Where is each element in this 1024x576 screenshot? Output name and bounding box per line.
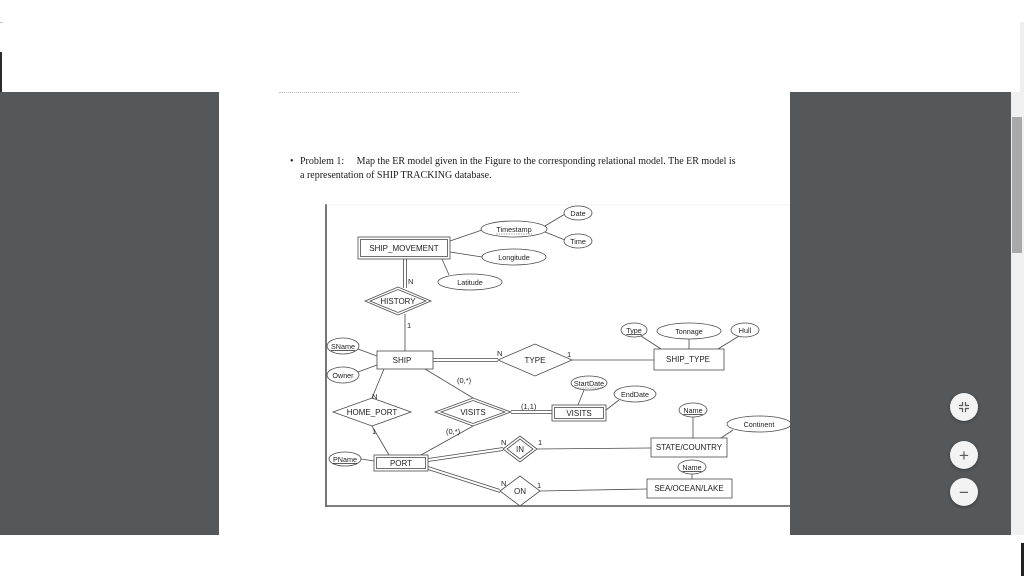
- attribute-tonnage: Tonnage: [656, 322, 722, 340]
- attribute-label: StartDate: [574, 379, 604, 388]
- problem-text: Map the ER model given in the Figure to …: [356, 156, 736, 167]
- attribute-sname: SName: [326, 337, 360, 355]
- fit-to-page-icon: [958, 401, 970, 413]
- attribute-label: PName: [333, 455, 357, 464]
- relationship-label: TYPE: [525, 356, 546, 365]
- attribute-startdate: StartDate: [570, 375, 608, 391]
- attribute-continent: Continent: [726, 415, 790, 433]
- attribute-label: Time: [570, 237, 586, 246]
- entity-ship-movement: SHIP_MOVEMENT: [357, 236, 451, 260]
- attribute-type: Type: [620, 322, 648, 338]
- fit-to-page-button[interactable]: [950, 393, 978, 421]
- cardinality-visits-entity: (1,1): [521, 402, 537, 411]
- relationship-label: HISTORY: [380, 297, 416, 306]
- outer-scrollbar-track[interactable]: [1020, 22, 1024, 92]
- cardinality-labels: N 1 N 1 N 1 (0,*) (0,*) (1,1) N 1 N 1: [372, 277, 571, 490]
- attribute-enddate: EndDate: [613, 385, 657, 403]
- attribute-sea-name: Name: [677, 459, 707, 475]
- entity-label: SHIP: [393, 356, 412, 365]
- cardinality-home-port-1: 1: [372, 427, 376, 436]
- zoom-in-button[interactable]: +: [950, 441, 978, 469]
- relationship-in: IN: [502, 435, 538, 463]
- cardinality-home-port-n: N: [372, 392, 377, 401]
- browser-top-bar: [0, 0, 1024, 92]
- er-diagram: SHIP_MOVEMENT SHIP SHIP_TYPE VISITS PORT…: [325, 204, 790, 507]
- cardinality-history-n: N: [408, 277, 413, 286]
- attribute-label: Name: [683, 406, 702, 415]
- cardinality-visits-ship: (0,*): [457, 376, 472, 385]
- attribute-label: Tonnage: [675, 327, 703, 336]
- attribute-time: Time: [563, 233, 593, 249]
- attribute-latitude: Latitude: [437, 273, 503, 291]
- attribute-label: Longitude: [498, 253, 530, 262]
- attribute-label: Continent: [744, 420, 775, 429]
- bullet-icon: •: [290, 156, 294, 167]
- attribute-label: Owner: [332, 371, 354, 380]
- entity-label: STATE/COUNTRY: [656, 443, 723, 452]
- zoom-out-button[interactable]: −: [950, 478, 978, 506]
- cardinality-in-1: 1: [538, 438, 542, 447]
- attribute-pname: PName: [328, 451, 362, 467]
- attribute-label: Date: [570, 209, 585, 218]
- scrollbar-thumb[interactable]: [1012, 117, 1022, 253]
- attribute-hull: Hull: [730, 322, 760, 338]
- entity-label: SHIP_TYPE: [666, 355, 710, 364]
- entity-port: PORT: [373, 454, 429, 472]
- attribute-owner: Owner: [326, 366, 360, 384]
- minus-icon: −: [959, 482, 969, 502]
- document-page: • Problem 1: Map the ER model given in t…: [219, 92, 790, 535]
- attributes: Timestamp Date Time Longitude Latitude: [326, 205, 790, 475]
- attribute-state-name: Name: [678, 402, 708, 418]
- attribute-label: Name: [682, 463, 701, 472]
- relationship-label: VISITS: [460, 408, 485, 417]
- relationship-on: ON: [499, 475, 541, 507]
- entity-ship: SHIP: [376, 350, 434, 370]
- entity-ship-type: SHIP_TYPE: [653, 348, 725, 371]
- attribute-label: SName: [331, 342, 355, 351]
- relationship-visits: VISITS: [433, 397, 513, 427]
- bottom-bar: [0, 535, 1024, 576]
- cardinality-history-1: 1: [407, 321, 411, 330]
- attribute-label: EndDate: [621, 390, 649, 399]
- cardinality-type-n: N: [497, 349, 502, 358]
- attribute-label: Timestamp: [496, 225, 531, 234]
- attribute-timestamp: Timestamp: [480, 220, 548, 238]
- cardinality-in-n: N: [501, 438, 506, 447]
- cardinality-type-1: 1: [567, 350, 571, 359]
- entity-label: SHIP_MOVEMENT: [369, 244, 438, 253]
- connector-lines: [357, 213, 740, 493]
- attribute-longitude: Longitude: [481, 248, 547, 266]
- top-divider: [0, 22, 3, 23]
- problem-label: Problem 1:: [300, 156, 345, 167]
- attribute-label: Hull: [739, 326, 752, 335]
- entity-visits: VISITS: [551, 404, 607, 422]
- problem-line-2: a representation of SHIP TRACKING databa…: [300, 170, 492, 181]
- truncated-previous-line: [279, 92, 519, 94]
- cardinality-on-1: 1: [537, 481, 541, 490]
- relationship-label: ON: [514, 487, 526, 496]
- problem-statement: • Problem 1: Map the ER model given in t…: [290, 155, 790, 183]
- window-edge-left: [0, 52, 2, 92]
- entity-label: VISITS: [566, 409, 591, 418]
- cardinality-on-n: N: [501, 479, 506, 488]
- relationship-type: TYPE: [496, 343, 574, 377]
- entity-label: PORT: [390, 459, 412, 468]
- cardinality-visits-port: (0,*): [446, 427, 461, 436]
- attribute-label: Type: [626, 326, 642, 335]
- entity-state-country: STATE/COUNTRY: [650, 437, 728, 458]
- figure-frame: [325, 204, 790, 507]
- vertical-scrollbar[interactable]: [1011, 92, 1024, 535]
- attribute-label: Latitude: [457, 278, 483, 287]
- relationship-label: HOME_PORT: [347, 408, 398, 417]
- plus-icon: +: [959, 445, 969, 465]
- window-edge-right: [1021, 543, 1024, 576]
- problem-line-1: Problem 1: Map the ER model given in the…: [300, 155, 790, 169]
- relationship-label: IN: [516, 445, 524, 454]
- attribute-date: Date: [563, 205, 593, 221]
- entity-sea-ocean-lake: SEA/OCEAN/LAKE: [646, 478, 733, 499]
- relationship-history: HISTORY: [363, 286, 433, 316]
- relationship-home-port: HOME_PORT: [331, 397, 413, 427]
- entity-label: SEA/OCEAN/LAKE: [654, 484, 723, 493]
